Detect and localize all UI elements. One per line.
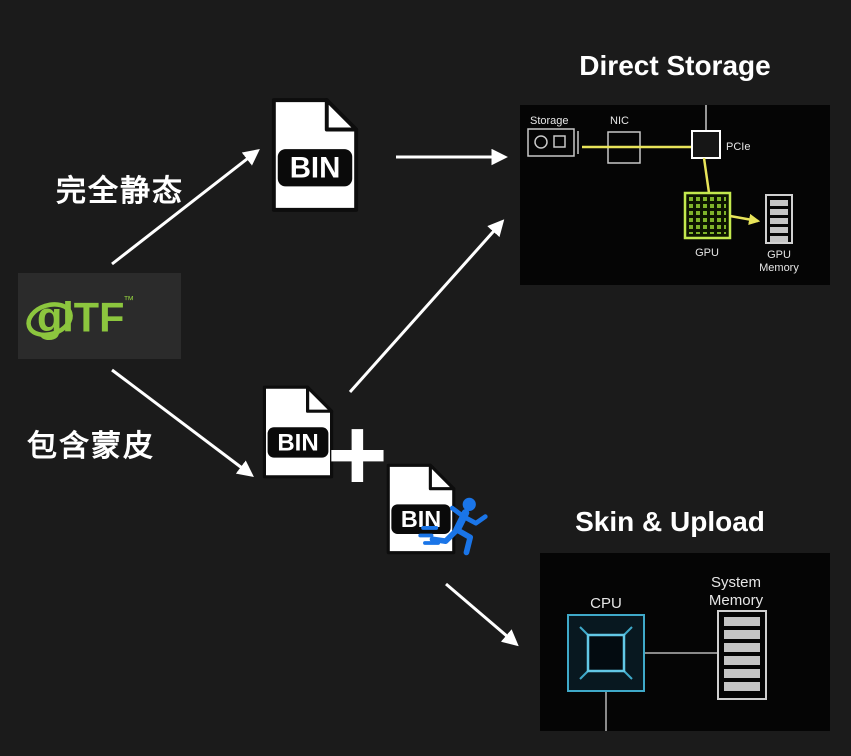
arrow-skinned-to-direct-storage — [348, 219, 505, 393]
cpu-label: CPU — [590, 595, 622, 612]
storage-label: Storage — [530, 115, 569, 127]
arrow-bins-to-skin-upload — [445, 582, 519, 647]
gpu-memory-icon — [765, 194, 793, 244]
file-fold-corner — [324, 98, 359, 132]
runner-figure — [418, 497, 488, 556]
bin-badge-label: BIN — [290, 152, 341, 185]
bin-file-icon-skinned-1: BIN — [262, 385, 334, 479]
skin-upload-diagram: CPU System Memory — [567, 574, 767, 731]
skin-upload-panel: CPU System Memory — [540, 553, 830, 731]
gpu-label: GPU — [695, 247, 719, 259]
bin-badge — [277, 149, 353, 187]
bin-file-icon-static: BIN — [271, 98, 359, 212]
label-with-skinning: 包含蒙皮 — [27, 430, 155, 463]
system-memory-icon — [717, 610, 767, 700]
gpu-memory-label-1: GPU — [767, 249, 791, 261]
pcie-box-icon — [691, 130, 721, 159]
gpu-die-grid — [689, 197, 726, 234]
bin-badge — [267, 427, 329, 458]
gltf-orbit-ellipse — [25, 302, 73, 338]
gltf-logo: glTF ™ — [18, 273, 181, 359]
runner-icon — [418, 497, 488, 556]
bin-badge-label: BIN — [277, 429, 318, 456]
gltf-logo-text: glTF — [37, 294, 124, 340]
label-fully-static: 完全静态 — [56, 175, 184, 208]
gltf-logo-icon: glTF ™ — [25, 294, 134, 340]
pcie-label: PCIe — [726, 141, 750, 153]
storage-drive-icon — [527, 128, 579, 157]
nic-label: NIC — [610, 115, 629, 127]
direct-storage-panel: Storage NIC PCIe — [520, 105, 830, 285]
system-memory-label-2: Memory — [709, 592, 764, 609]
gpu-memory-label-2: Memory — [759, 262, 799, 274]
direct-storage-diagram: Storage NIC PCIe — [527, 105, 799, 274]
plus-sign: + — [327, 397, 388, 513]
gltf-trademark: ™ — [123, 294, 134, 306]
skin-upload-title: Skin & Upload — [575, 506, 765, 537]
direct-storage-title: Direct Storage — [579, 50, 771, 81]
cpu-chip-icon — [567, 614, 645, 692]
file-fold-corner — [306, 385, 334, 413]
wire-gpu-to-memory — [729, 213, 761, 225]
file-fold-corner — [428, 463, 456, 491]
wire-pcie-to-gpu — [702, 157, 711, 194]
system-memory-label-1: System — [711, 574, 761, 591]
